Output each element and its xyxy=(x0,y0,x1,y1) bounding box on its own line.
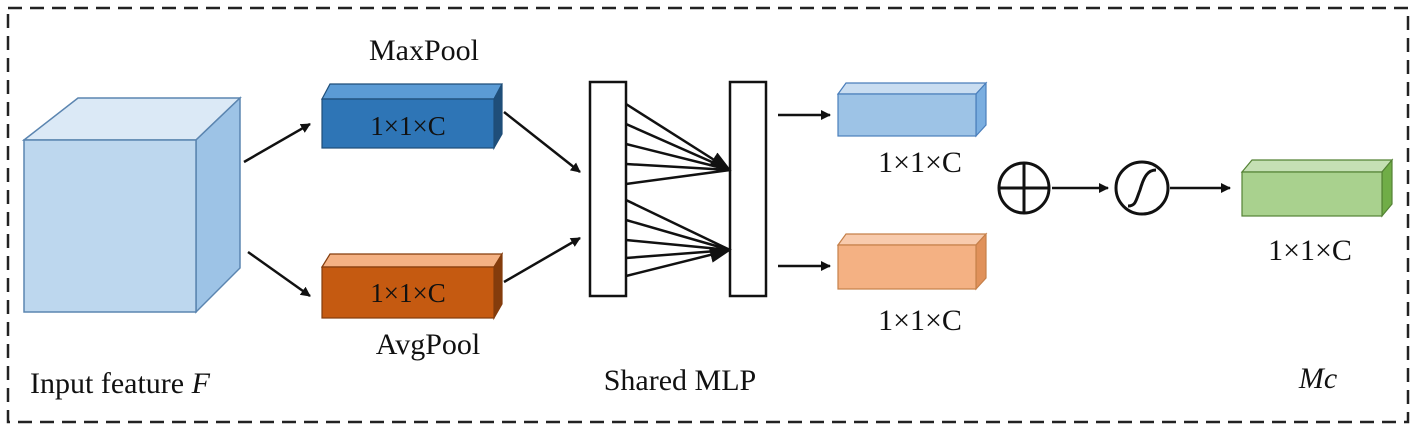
max-out-front xyxy=(837,93,977,137)
avgpool-box: 1×1×C xyxy=(320,251,504,321)
circled-plus-icon xyxy=(997,161,1051,215)
dashed-frame xyxy=(6,6,1410,424)
sigmoid-icon xyxy=(1114,160,1170,216)
mlp-output-layer xyxy=(728,80,768,298)
input-feature-var: F xyxy=(191,367,211,400)
maxpool-box: 1×1×C xyxy=(321,83,503,151)
avgpool-dim-label: 1×1×C xyxy=(370,278,445,308)
shared-mlp xyxy=(588,80,768,298)
avg-out-front xyxy=(837,244,977,290)
arrow-avgpool-to-mlp xyxy=(503,236,581,284)
mc-front xyxy=(1241,171,1383,217)
avg-out-top xyxy=(836,233,988,246)
shared-mlp-label: Shared MLP xyxy=(604,364,757,397)
max-out-top xyxy=(836,82,988,95)
maxpool-box-front xyxy=(321,98,495,149)
mc-label: Mc xyxy=(1298,362,1337,395)
max-output-dim-label: 1×1×C xyxy=(878,146,962,179)
avg-output-dim-label: 1×1×C xyxy=(878,304,962,337)
arrow-input-to-maxpool xyxy=(243,122,311,164)
mlp-connections xyxy=(625,102,732,278)
maxpool-box-top xyxy=(321,83,503,100)
arrow-maxpool-to-mlp xyxy=(503,111,581,173)
mc-output-box xyxy=(1240,158,1394,218)
avgpool-box-top xyxy=(320,253,504,268)
arrow-input-to-avgpool xyxy=(247,250,311,298)
mlp-input-layer xyxy=(588,80,628,298)
input-feature-label: Input feature F xyxy=(30,367,211,400)
input-feature-prefix: Input feature xyxy=(30,367,192,400)
maxpool-dim-label: 1×1×C xyxy=(370,111,445,141)
avg-output-box xyxy=(836,232,988,291)
mc-top xyxy=(1240,159,1394,173)
avgpool-label: AvgPool xyxy=(376,328,480,361)
mc-dim-label: 1×1×C xyxy=(1268,234,1352,267)
input-cube-front xyxy=(23,139,197,313)
maxpool-label: MaxPool xyxy=(369,34,479,67)
input-feature-cube xyxy=(21,96,242,314)
max-output-box xyxy=(836,81,988,138)
avgpool-box-front xyxy=(321,266,495,319)
